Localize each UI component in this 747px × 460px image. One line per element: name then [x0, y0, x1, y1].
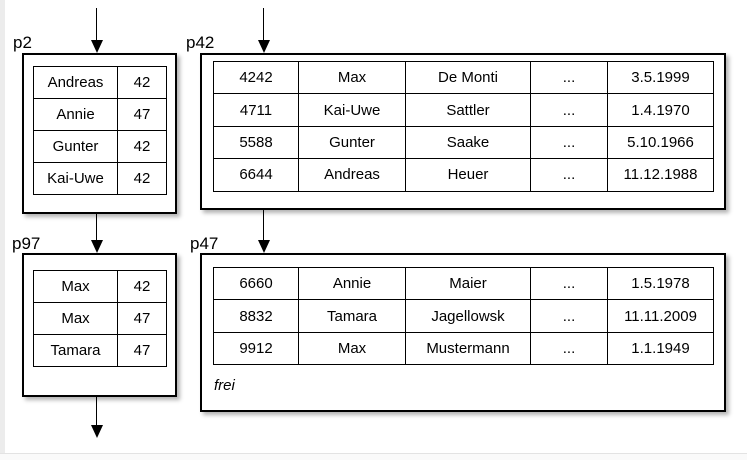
table-cell: 5.10.1966: [607, 125, 714, 160]
page-label-p97: p97: [12, 234, 41, 253]
data-table-p47: 6660 Annie Maier ... 1.5.1978 8832 Tamar…: [213, 266, 714, 366]
page-box-p97: Max 42 Max 47 Tamara 47: [22, 253, 177, 397]
table-cell: 8832: [213, 299, 299, 333]
table-cell: 4242: [213, 60, 299, 95]
table-cell: 42: [117, 130, 167, 163]
table-cell: ...: [530, 125, 608, 160]
table-cell: 1.1.1949: [607, 331, 714, 366]
table-cell: ...: [530, 158, 608, 192]
table-cell: Jagellowsk: [405, 299, 531, 333]
table-cell: 11.11.2009: [607, 299, 714, 333]
page-box-p2: Andreas 42 Annie 47 Gunter 42 Kai-Uwe 42: [22, 53, 177, 214]
table-cell: Andreas: [298, 158, 406, 192]
page-box-p47: 6660 Annie Maier ... 1.5.1978 8832 Tamar…: [200, 253, 726, 412]
page-label-p2: p2: [13, 33, 32, 52]
table-row: Max 47: [33, 302, 167, 335]
table-cell: Annie: [298, 266, 406, 301]
arrow-p2-to-p97: [90, 214, 103, 253]
table-cell: Tamara: [33, 334, 118, 367]
table-row: 9912 Max Mustermann ... 1.1.1949: [213, 331, 714, 366]
index-table-p97: Max 42 Max 47 Tamara 47: [33, 270, 167, 367]
page-box-p42: 4242 Max De Monti ... 3.5.1999 4711 Kai-…: [200, 53, 726, 210]
table-cell: ...: [530, 60, 608, 95]
table-row: 4711 Kai-Uwe Sattler ... 1.4.1970: [213, 93, 714, 127]
table-cell: 1.4.1970: [607, 93, 714, 127]
table-cell: Kai-Uwe: [33, 162, 118, 195]
table-cell: 6660: [213, 266, 299, 301]
page-edge-left: [0, 0, 5, 460]
table-cell: Andreas: [33, 66, 118, 99]
table-cell: 6644: [213, 158, 299, 192]
table-cell: Kai-Uwe: [298, 93, 406, 127]
arrow-shaft: [95, 397, 98, 425]
table-cell: Annie: [33, 98, 118, 131]
table-cell: 47: [117, 98, 167, 131]
table-cell: 4711: [213, 93, 299, 127]
free-space-label: frei: [214, 377, 235, 394]
table-cell: 47: [117, 334, 167, 367]
table-cell: 42: [117, 270, 167, 303]
arrowhead-icon: [90, 425, 103, 438]
table-cell: 47: [117, 302, 167, 335]
table-cell: Gunter: [33, 130, 118, 163]
arrow-shaft: [95, 214, 98, 240]
table-cell: Sattler: [405, 93, 531, 127]
table-row: 8832 Tamara Jagellowsk ... 11.11.2009: [213, 299, 714, 333]
arrow-shaft: [95, 8, 98, 40]
table-cell: Max: [298, 331, 406, 366]
arrow-p42-to-p47: [257, 210, 270, 253]
table-cell: 1.5.1978: [607, 266, 714, 301]
table-row: Max 42: [33, 270, 167, 303]
table-cell: De Monti: [405, 60, 531, 95]
table-cell: Gunter: [298, 125, 406, 160]
index-table-p2: Andreas 42 Annie 47 Gunter 42 Kai-Uwe 42: [33, 66, 167, 195]
table-row: Tamara 47: [33, 334, 167, 367]
table-cell: Max: [33, 302, 118, 335]
table-cell: 11.12.1988: [607, 158, 714, 192]
table-cell: 9912: [213, 331, 299, 366]
table-cell: 42: [117, 66, 167, 99]
table-cell: Max: [33, 270, 118, 303]
table-row: 6644 Andreas Heuer ... 11.12.1988: [213, 158, 714, 192]
table-cell: ...: [530, 331, 608, 366]
page-label-p47: p47: [190, 234, 219, 253]
arrowhead-icon: [90, 240, 103, 253]
table-cell: 42: [117, 162, 167, 195]
table-row: Andreas 42: [33, 66, 167, 99]
table-cell: Heuer: [405, 158, 531, 192]
table-cell: 3.5.1999: [607, 60, 714, 95]
table-cell: Tamara: [298, 299, 406, 333]
table-row: 4242 Max De Monti ... 3.5.1999: [213, 60, 714, 95]
table-cell: 5588: [213, 125, 299, 160]
arrow-into-p42: [257, 8, 270, 53]
table-cell: Max: [298, 60, 406, 95]
page-edge-bottom: [0, 453, 747, 460]
data-table-p42: 4242 Max De Monti ... 3.5.1999 4711 Kai-…: [213, 60, 714, 192]
arrow-into-p2: [90, 8, 103, 53]
table-row: Gunter 42: [33, 130, 167, 163]
table-row: 5588 Gunter Saake ... 5.10.1966: [213, 125, 714, 160]
arrow-shaft: [262, 8, 265, 40]
table-cell: Maier: [405, 266, 531, 301]
table-cell: Mustermann: [405, 331, 531, 366]
table-row: Kai-Uwe 42: [33, 162, 167, 195]
arrow-out-of-p97: [90, 397, 103, 438]
table-row: 6660 Annie Maier ... 1.5.1978: [213, 266, 714, 301]
arrowhead-icon: [257, 240, 270, 253]
arrowhead-icon: [257, 40, 270, 53]
arrowhead-icon: [90, 40, 103, 53]
arrow-shaft: [262, 210, 265, 240]
table-cell: Saake: [405, 125, 531, 160]
table-cell: ...: [530, 299, 608, 333]
table-row: Annie 47: [33, 98, 167, 131]
table-cell: ...: [530, 266, 608, 301]
page-label-p42: p42: [186, 33, 215, 52]
table-cell: ...: [530, 93, 608, 127]
